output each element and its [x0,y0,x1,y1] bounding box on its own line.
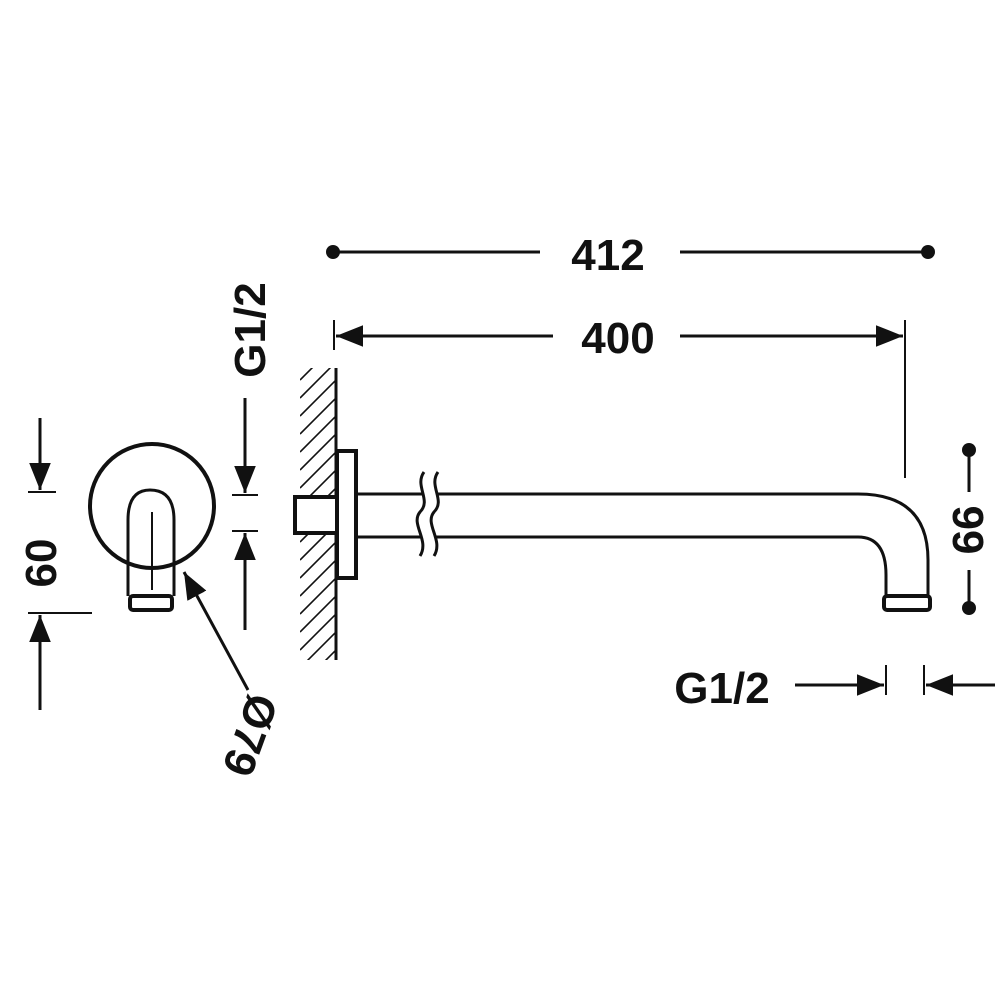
break-symbol [415,471,440,557]
outlet-drop-label: 99 [943,506,992,555]
arm-length-dimension: 400 [333,314,906,478]
outlet-nut [882,594,932,612]
outlet-thread-dimension: G1/2 [674,664,995,713]
inlet-thread-label: G1/2 [226,282,275,377]
drop-dot-bottom [962,601,976,615]
arm-length-label: 400 [581,314,654,363]
outlet-thread-label: G1/2 [674,664,769,713]
inlet-thread-dimension: G1/2 [226,282,275,630]
wall-flange [335,449,358,580]
arm-tube-left [356,492,422,539]
outlet-drop-dimension: 99 [943,443,992,615]
flange-diameter-label: Ø79 [212,688,286,783]
flange-height-label: 60 [17,539,66,588]
shower-arm-front-view [88,442,216,612]
inlet-thread-stub [293,495,339,535]
front-outlet-nut [128,594,174,612]
flange-diameter-dimension: Ø79 [182,571,287,783]
arm-tube-right [436,492,930,596]
arm-front-profile [126,488,176,596]
overall-length-dimension: 412 [326,231,935,280]
shower-arm-side-view [293,449,932,612]
overall-length-label: 412 [571,231,644,280]
diameter-leader [182,571,250,691]
dimension-dot-right [921,245,935,259]
flange-height-dimension: 60 [17,418,92,710]
